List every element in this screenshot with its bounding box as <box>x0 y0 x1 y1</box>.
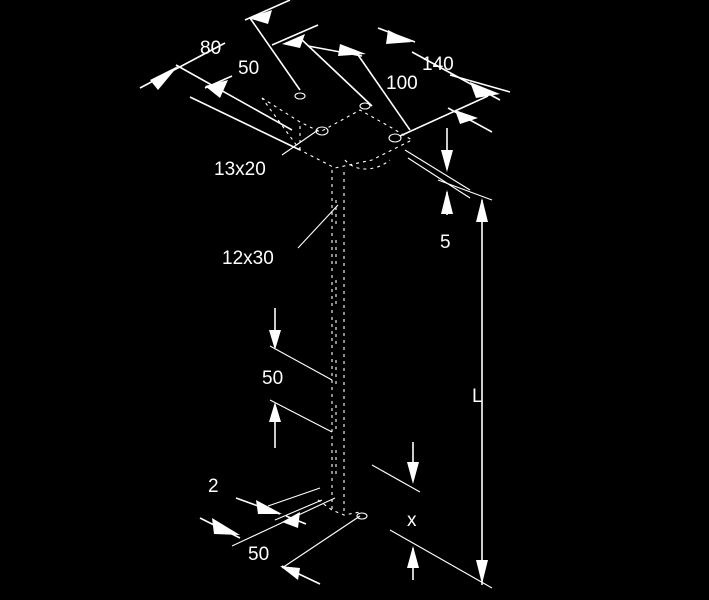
dim-80-label: 80 <box>200 38 221 59</box>
dim-12x30-label: 12x30 <box>222 248 274 269</box>
dim-5-label: 5 <box>440 232 451 253</box>
dimension-50-pitch: 50 <box>262 308 333 448</box>
dimension-100: 100 <box>307 27 418 131</box>
dim-100-label: 100 <box>386 73 418 94</box>
dimension-140: 140 <box>399 51 511 137</box>
top-slot-1 <box>294 92 306 100</box>
dim-x-label: x <box>407 510 417 531</box>
dim-50-base-label: 50 <box>248 544 269 565</box>
dim-50-top-label: 50 <box>238 58 259 79</box>
dimension-x: x <box>371 442 421 580</box>
dim-13x20-label: 13x20 <box>214 159 266 180</box>
dimension-80: 80 <box>139 38 301 151</box>
base-slot <box>356 512 368 520</box>
dim-L-label: L <box>472 386 483 407</box>
dim-50-pitch-label: 50 <box>262 368 283 389</box>
dim-2-label: 2 <box>208 476 219 497</box>
top-slot-4 <box>388 133 402 143</box>
dimension-50-top: 50 <box>238 0 373 107</box>
dim-140-label: 140 <box>422 54 454 75</box>
dimension-5: 5 <box>404 128 471 253</box>
dimension-L: L <box>389 179 493 589</box>
top-slot-2 <box>359 102 371 110</box>
dimension-2: 2 <box>208 476 323 528</box>
bracket-outline <box>261 92 414 520</box>
leader-12x30: 12x30 <box>222 204 339 269</box>
leader-13x20: 13x20 <box>214 129 319 180</box>
dimension-50-base: 50 <box>199 497 361 585</box>
